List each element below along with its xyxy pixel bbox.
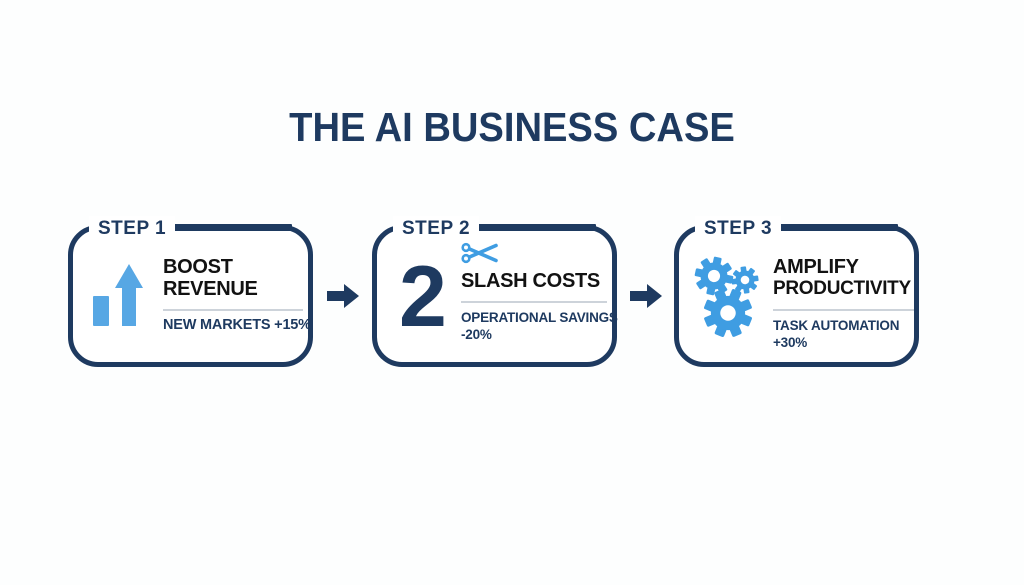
step-2-header-bar	[478, 224, 596, 231]
step-1-card: STEP 1 BOOST REVENUE NEW MARKETS +15%	[68, 216, 313, 367]
step-1-divider	[163, 309, 303, 311]
bar-chart-up-arrow-icon	[93, 262, 147, 331]
flow-arrow-icon	[617, 283, 674, 309]
step-3-header-bar	[780, 224, 898, 231]
step-3-content: AMPLIFY PRODUCTIVITY TASK AUTOMATION +30…	[679, 230, 914, 362]
step-3-label: STEP 3	[695, 216, 782, 242]
step-3-metric-line-1: TASK AUTOMATION	[773, 318, 900, 333]
step-3-metric-line-2: +30%	[773, 335, 808, 350]
step-1-heading-line-2: REVENUE	[163, 278, 258, 300]
step-2-text: SLASH COSTS OPERATIONAL SAVINGS -20%	[461, 241, 618, 343]
step-3-divider	[773, 309, 914, 311]
step-2-heading-line-1: SLASH COSTS	[461, 270, 600, 292]
flow-arrow-icon	[313, 283, 372, 309]
step-2-big-number: 2	[399, 249, 447, 345]
step-2-label: STEP 2	[393, 216, 480, 242]
step-2-divider	[461, 301, 607, 303]
step-1-header-bar	[174, 224, 292, 231]
step-3-heading-line-1: AMPLIFY	[773, 256, 859, 278]
gears-icon	[691, 253, 769, 345]
step-1-label: STEP 1	[89, 216, 176, 242]
step-1-text: BOOST REVENUE NEW MARKETS +15%	[163, 256, 311, 334]
step-2-metric-line-1: OPERATIONAL SAVINGS	[461, 310, 618, 325]
step-1-content: BOOST REVENUE NEW MARKETS +15%	[73, 230, 311, 362]
step-3-text: AMPLIFY PRODUCTIVITY TASK AUTOMATION +30…	[773, 256, 914, 351]
step-1-metric: NEW MARKETS +15%	[163, 317, 311, 333]
scissors-icon	[461, 241, 607, 267]
step-3-heading-line-2: PRODUCTIVITY	[773, 278, 911, 299]
step-2-content: 2 SLASH COSTS OPERATIONAL SAVINGS -20%	[377, 230, 618, 362]
step-1-heading-line-1: BOOST	[163, 256, 233, 278]
step-2-metric-line-2: -20%	[461, 327, 492, 342]
steps-row: STEP 1 BOOST REVENUE NEW MARKETS +15%	[68, 216, 919, 367]
step-2-card: STEP 2 2 SLASH COSTS OPERATION	[372, 216, 618, 367]
step-3-card: STEP 3	[674, 216, 919, 367]
page-title: THE AI BUSINESS CASE	[289, 104, 735, 150]
